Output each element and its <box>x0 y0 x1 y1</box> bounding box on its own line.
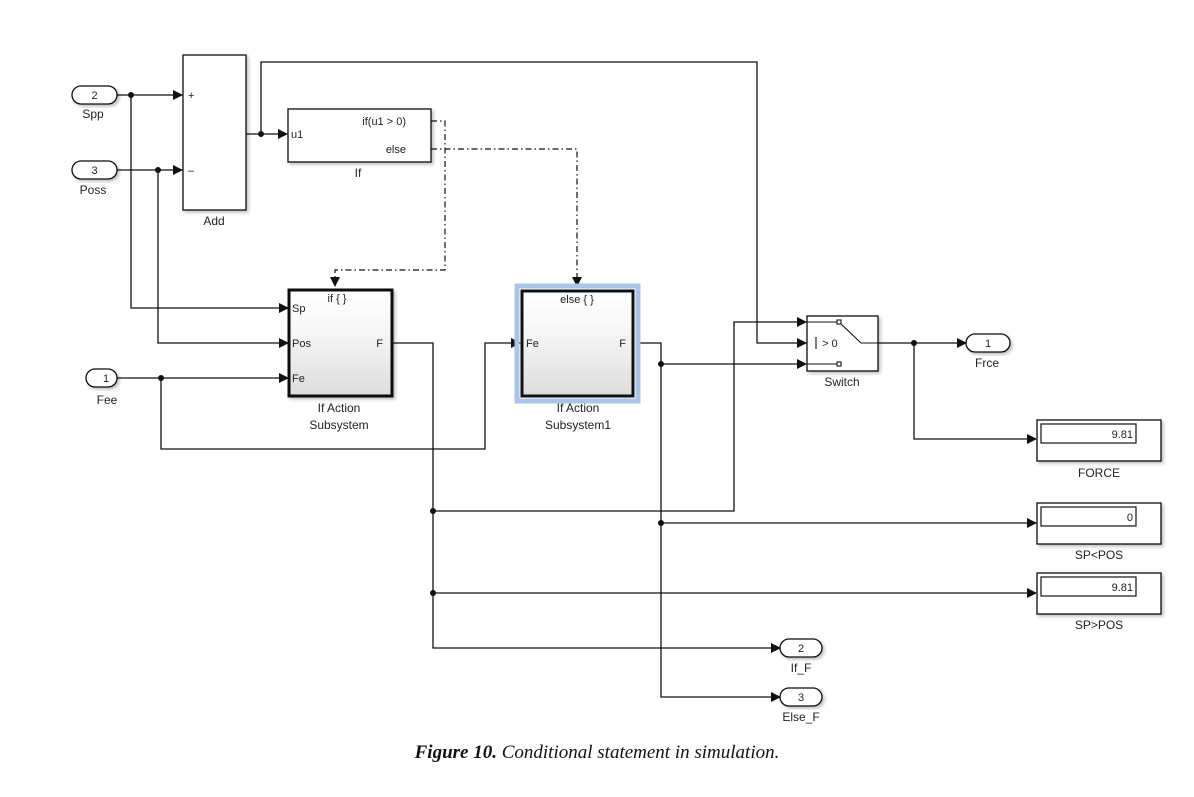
if-action-subsystem1[interactable]: else { } Fe F If Action Subsystem1 <box>514 283 641 432</box>
switch-label: Switch <box>824 375 859 389</box>
subsystem-label-line1: If Action <box>318 401 361 415</box>
if-block[interactable]: u1 if(u1 > 0) else If <box>287 108 432 180</box>
junction-dot <box>430 508 436 514</box>
junction-dot <box>158 375 164 381</box>
display-sp-lt-pos[interactable]: 0 SP<POS <box>1036 502 1162 562</box>
junction-dot <box>911 340 917 346</box>
subsystem1-label-line1: If Action <box>557 401 600 415</box>
action-port-label: else { } <box>560 294 594 306</box>
display-sp-gt-pos[interactable]: 9.81 SP>POS <box>1036 572 1162 632</box>
outport-number: 3 <box>798 692 804 704</box>
junction-dots <box>128 92 917 596</box>
display-value: 9.81 <box>1112 582 1133 594</box>
selection-highlight <box>514 283 641 404</box>
outport-number: 1 <box>985 338 991 350</box>
display-force[interactable]: 9.81 FORCE <box>1036 419 1162 480</box>
if-output-port-else: else <box>386 144 406 156</box>
figure-caption-text: Conditional statement in simulation. <box>496 742 780 763</box>
signal-if-action-output[interactable] <box>392 342 781 653</box>
subsystem1-label-line2: Subsystem1 <box>545 418 611 432</box>
subsystem-input-sp: Sp <box>292 303 305 315</box>
signal-fee-to-fe1[interactable] <box>160 338 521 450</box>
add-block[interactable]: + – Add <box>182 54 247 228</box>
if-input-port: u1 <box>291 129 303 141</box>
inport-label: Spp <box>82 107 104 121</box>
figure-caption: Figure 10. Conditional statement in simu… <box>0 742 1194 764</box>
signal-else-action-output[interactable] <box>636 342 781 702</box>
display-label: FORCE <box>1078 466 1120 480</box>
outport-label: Else_F <box>782 710 819 724</box>
switch-icon <box>807 319 878 367</box>
display-value: 9.81 <box>1112 429 1133 441</box>
display-label: SP>POS <box>1075 618 1123 632</box>
outport-if-f[interactable]: 2 If_F <box>779 638 823 675</box>
inport-number: 1 <box>103 373 109 385</box>
subsystem1-output-f: F <box>619 338 626 350</box>
subsystem-label-line2: Subsystem <box>309 418 368 432</box>
inport-number: 2 <box>91 90 97 102</box>
display-value: 0 <box>1127 512 1133 524</box>
outport-label: If_F <box>791 661 812 675</box>
subsystem-output-f: F <box>376 338 383 350</box>
action-port-label: if { } <box>328 293 347 305</box>
subsystem1-input-fe: Fe <box>526 338 539 350</box>
inport-number: 3 <box>91 165 97 177</box>
junction-dot <box>258 131 264 137</box>
junction-dot <box>128 92 134 98</box>
junction-dot <box>658 361 664 367</box>
switch-block[interactable]: > 0 Switch <box>806 315 879 389</box>
switch-threshold: > 0 <box>822 338 838 350</box>
outport-else-f[interactable]: 3 Else_F <box>779 687 823 724</box>
display-label: SP<POS <box>1075 548 1123 562</box>
junction-dot <box>658 520 664 526</box>
inport-poss[interactable]: 3 Poss <box>71 160 118 197</box>
add-sign-minus: – <box>188 165 195 177</box>
subsystem-input-pos: Pos <box>292 338 311 350</box>
signal-spp-to-sp[interactable] <box>130 95 289 313</box>
action-signal-else[interactable] <box>431 148 582 287</box>
add-label: Add <box>203 214 224 228</box>
add-sign-plus: + <box>188 90 194 102</box>
inport-label: Poss <box>80 183 107 197</box>
subsystem-input-fe: Fe <box>292 373 305 385</box>
signal-poss-to-pos[interactable] <box>157 170 289 348</box>
signal-add-to-switch-control[interactable] <box>260 61 807 348</box>
junction-dot <box>430 590 436 596</box>
outport-frce[interactable]: 1 Frce <box>965 333 1011 370</box>
inport-label: Fee <box>97 393 118 407</box>
figure-number: Figure 10. <box>414 742 497 763</box>
outport-label: Frce <box>975 356 999 370</box>
junction-dot <box>155 167 161 173</box>
if-action-subsystem[interactable]: if { } Sp Pos Fe F If Action Subsystem <box>287 288 394 432</box>
signal-if-to-switch-in1[interactable] <box>433 317 807 512</box>
inport-spp[interactable]: 2 Spp <box>71 85 118 121</box>
action-signal-if[interactable] <box>330 120 446 287</box>
if-label: If <box>355 166 362 180</box>
signal-switch-to-force[interactable] <box>913 343 1037 444</box>
inport-fee[interactable]: 1 Fee <box>85 368 118 407</box>
outport-number: 2 <box>798 643 804 655</box>
if-output-port-if: if(u1 > 0) <box>362 116 406 128</box>
